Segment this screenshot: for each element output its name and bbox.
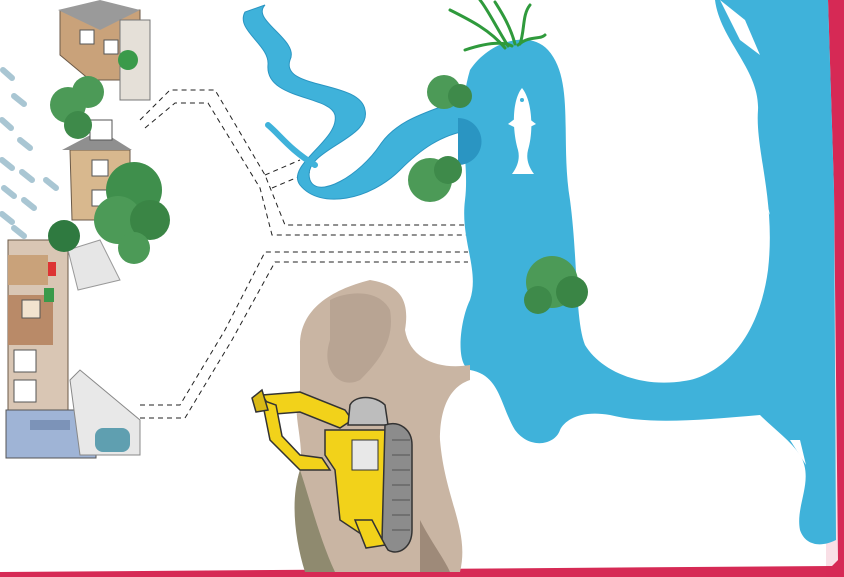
rain-icon bbox=[2, 70, 56, 236]
lake-icon bbox=[458, 0, 836, 544]
